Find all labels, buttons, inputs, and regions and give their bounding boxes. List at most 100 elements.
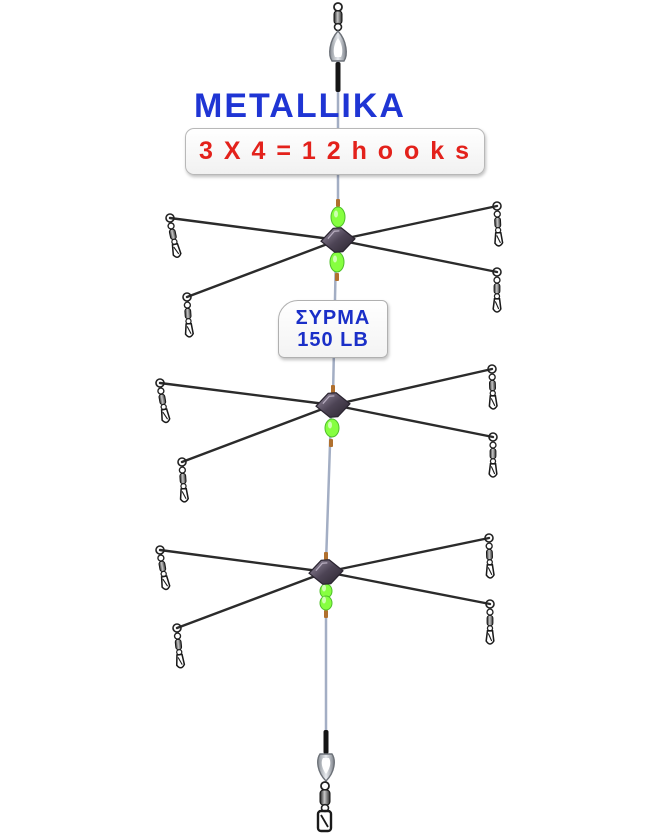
- snap-clip: [492, 298, 502, 313]
- arm-end-loop: [492, 267, 502, 277]
- snap-latch: [181, 491, 187, 500]
- arm-end-loop: [182, 292, 192, 302]
- arm-end-loop: [492, 201, 502, 211]
- arm-snap-swivel: [157, 387, 171, 424]
- spreader-arm: [158, 548, 328, 574]
- bead-highlight: [328, 421, 332, 429]
- brass-crimp: [331, 385, 335, 393]
- arm-end-loop: [487, 364, 497, 374]
- swivel-ring: [486, 608, 494, 616]
- arm-end-loop: [485, 599, 495, 609]
- bead-highlight: [334, 210, 338, 218]
- snap-clip: [160, 408, 171, 424]
- spreader-arm: [331, 367, 494, 407]
- snap-clip: [184, 322, 194, 338]
- swivel-barrel: [179, 473, 187, 485]
- green-bead: [329, 251, 345, 273]
- swivel-ring: [488, 373, 496, 381]
- swivel-barrel: [488, 380, 496, 392]
- swivel-barrel: [494, 217, 502, 229]
- arm-end-loop: [488, 432, 498, 442]
- snap-clip: [485, 563, 495, 579]
- swivel-ring: [493, 210, 501, 218]
- swivel-barrel: [174, 638, 183, 651]
- green-bead: [319, 595, 333, 611]
- spreader-arm: [324, 570, 492, 606]
- snap-latch: [162, 578, 169, 587]
- spreader-group: [155, 199, 504, 669]
- wire-label-line1: ΣΥΡΜΑ: [295, 307, 371, 329]
- snap-clip: [488, 394, 498, 410]
- snap-clip: [175, 653, 186, 669]
- spreader-arm: [336, 238, 499, 274]
- spreader-arm: [185, 238, 340, 299]
- swivel-ring: [173, 632, 182, 640]
- snap-latch: [177, 657, 183, 665]
- swivel-ring: [493, 276, 501, 284]
- swivel-barrel: [158, 560, 167, 572]
- snap-latch: [496, 235, 501, 244]
- snap-clip: [488, 463, 498, 478]
- brass-crimp: [335, 273, 339, 281]
- brass-crimp: [324, 610, 328, 618]
- brand-title: METALLIKA: [194, 87, 406, 125]
- bottom-snap-swivel: [316, 781, 333, 833]
- lead-highlight: [327, 230, 340, 240]
- swivel-barrel: [158, 393, 167, 405]
- snap-clip: [485, 630, 495, 645]
- green-bead: [324, 418, 340, 438]
- arm-snap-swivel: [167, 222, 182, 258]
- spreader-lead-body: [320, 227, 356, 253]
- spreader-arm: [158, 381, 335, 407]
- swivel-ring: [178, 466, 187, 474]
- arm-snap-swivel: [485, 608, 495, 645]
- swivel-ring: [157, 554, 165, 562]
- top-thimble: [329, 29, 347, 62]
- swivel-ring: [157, 387, 165, 395]
- arm-snap-swivel: [488, 441, 498, 478]
- arm-snap-swivel: [485, 542, 495, 579]
- snap-latch: [494, 301, 500, 310]
- snap-latch: [162, 411, 169, 420]
- snap-latch: [487, 567, 493, 576]
- spreader-lead-body: [315, 392, 351, 418]
- snap-clip: [160, 575, 171, 591]
- green-bead: [330, 206, 346, 228]
- hooks-count-label: 3 X 4 = 1 2 h o o k s: [199, 137, 471, 165]
- swivel-ring: [183, 301, 192, 309]
- snap-clip: [494, 231, 504, 247]
- spreader-3: [155, 533, 495, 669]
- bead-highlight: [322, 584, 326, 592]
- top-swivel: [333, 2, 343, 32]
- arm-end-loop: [484, 533, 494, 543]
- spreader-1: [165, 199, 504, 338]
- spreader-arm: [175, 570, 328, 630]
- swivel-ring: [485, 542, 493, 550]
- spreader-arm: [336, 204, 499, 242]
- snap-clip: [171, 242, 182, 258]
- arm-snap-swivel: [173, 632, 186, 669]
- wire-label-line2: 150 LB: [297, 329, 369, 351]
- swivel-barrel: [489, 448, 497, 460]
- swivel-ring: [167, 222, 175, 230]
- swivel-barrel: [493, 283, 501, 295]
- snap-latch: [490, 466, 496, 475]
- swivel-ring: [489, 441, 497, 449]
- top-crimp-sleeve: [335, 62, 341, 92]
- swivel-barrel: [168, 228, 177, 240]
- hooks-count-box: 3 X 4 = 1 2 h o o k s: [185, 128, 485, 175]
- swivel-ring: [486, 625, 494, 632]
- spreader-lead-body: [308, 559, 344, 585]
- snap-latch: [173, 246, 180, 255]
- snap-latch: [186, 326, 192, 335]
- arm-end-loop: [155, 378, 165, 388]
- arm-snap-swivel: [492, 276, 502, 313]
- wire-strength-box: ΣΥΡΜΑ 150 LB: [278, 300, 388, 358]
- brass-crimp: [336, 199, 340, 207]
- arm-snap-swivel: [178, 466, 189, 503]
- lead-highlight: [315, 562, 328, 572]
- snap-latch: [490, 398, 496, 407]
- spreader-2: [155, 364, 498, 503]
- spreader-arm: [331, 403, 495, 439]
- arm-snap-swivel: [157, 554, 171, 591]
